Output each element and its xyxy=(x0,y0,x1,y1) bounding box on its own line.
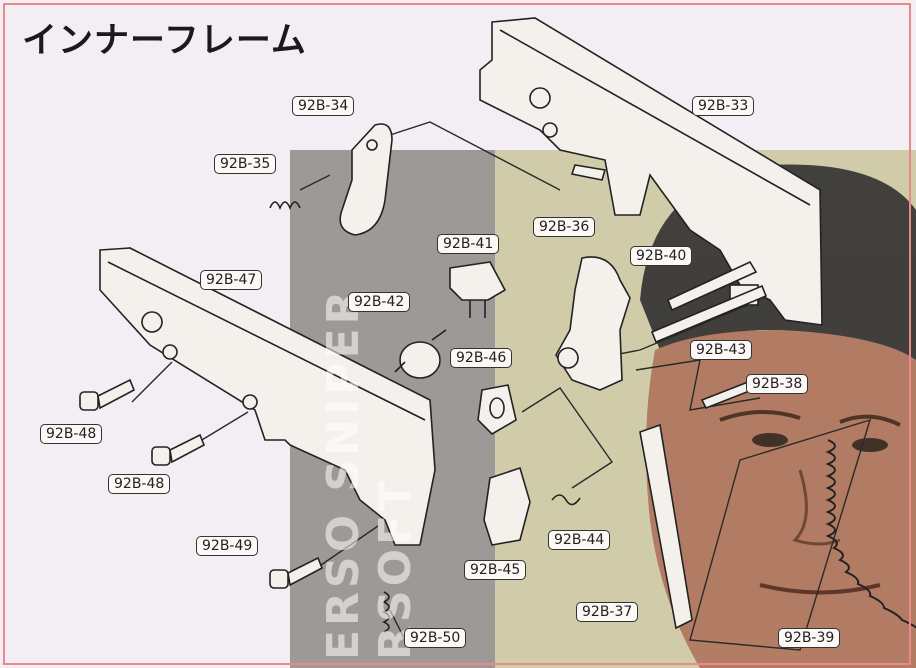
part-hammer-34 xyxy=(339,123,393,236)
part-41 xyxy=(449,261,507,318)
label-92b-50: 92B-50 xyxy=(404,628,467,648)
label-92b-44: 92B-44 xyxy=(548,530,611,550)
part-mainspring-39 xyxy=(825,439,916,629)
label-92b-47: 92B-47 xyxy=(200,270,263,290)
label-92b-38: 92B-38 xyxy=(746,374,809,394)
part-spring-50 xyxy=(382,591,390,633)
part-spring-35 xyxy=(269,201,301,211)
label-92b-48-lower: 92B-48 xyxy=(108,474,171,494)
label-92b-36: 92B-36 xyxy=(533,217,596,237)
label-92b-40: 92B-40 xyxy=(630,246,693,266)
part-side-frame-47 xyxy=(99,247,436,546)
label-92b-33: 92B-33 xyxy=(692,96,755,116)
leader-lines xyxy=(131,121,872,651)
part-spring-42 xyxy=(394,329,447,379)
part-trigger-bar-37 xyxy=(639,423,693,630)
label-92b-43: 92B-43 xyxy=(690,340,753,360)
label-92b-45: 92B-45 xyxy=(464,560,527,580)
part-sear-36 xyxy=(555,256,631,391)
part-screws xyxy=(79,378,324,589)
part-46 xyxy=(477,384,517,436)
part-screw-48b xyxy=(151,433,206,466)
label-92b-37: 92B-37 xyxy=(576,602,639,622)
page-title: インナーフレーム xyxy=(22,21,307,61)
label-92b-48-upper: 92B-48 xyxy=(40,424,103,444)
label-92b-34: 92B-34 xyxy=(292,96,355,116)
part-spring-44 xyxy=(551,494,581,506)
part-pins-40 xyxy=(650,260,768,344)
label-92b-46: 92B-46 xyxy=(450,348,513,368)
label-92b-41: 92B-41 xyxy=(437,234,500,254)
part-screw-48a xyxy=(79,378,136,411)
watermark-text-1: ERSO SNIPER xyxy=(318,286,369,660)
part-45 xyxy=(483,466,531,546)
label-92b-39: 92B-39 xyxy=(778,628,841,648)
label-92b-49: 92B-49 xyxy=(196,536,259,556)
label-92b-35: 92B-35 xyxy=(214,154,277,174)
label-92b-42: 92B-42 xyxy=(348,292,411,312)
part-screw-49 xyxy=(269,556,324,589)
